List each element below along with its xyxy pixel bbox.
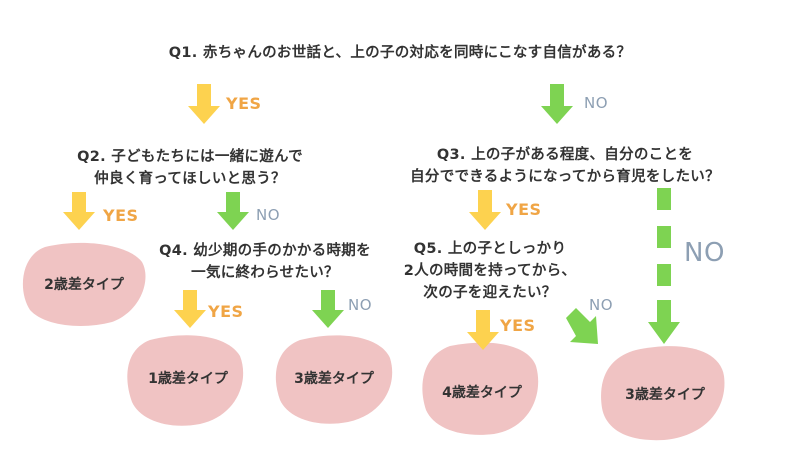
label-q4-no: NO bbox=[348, 296, 373, 314]
question-4-line-1: Q4. 幼少期の手のかかる時期を bbox=[159, 243, 371, 259]
arrow-q2-yes bbox=[63, 192, 95, 230]
result-blob-3a bbox=[275, 335, 393, 424]
question-1: Q1. 赤ちゃんのお世話と、上の子の対応を同時にこなす自信がある？ bbox=[168, 45, 632, 61]
result-label-3-year-a: 3歳差タイプ bbox=[294, 371, 374, 387]
result-blob-1 bbox=[127, 335, 244, 426]
question-5-line-2: 2人の時間を持ってから、 bbox=[403, 263, 577, 279]
question-3-line-2: 自分でできるようになってから育児をしたい？ bbox=[410, 169, 720, 185]
label-q3-no: NO bbox=[684, 238, 725, 268]
arrow-q3-no bbox=[648, 188, 680, 344]
label-q1-yes: YES bbox=[226, 94, 262, 113]
question-2-line-1: Q2. 子どもたちには一緒に遊んで bbox=[77, 149, 303, 165]
label-q1-no: NO bbox=[584, 94, 609, 112]
result-blob-4 bbox=[422, 342, 539, 435]
label-q2-yes: YES bbox=[103, 206, 139, 225]
result-label-3-year-b: 3歳差タイプ bbox=[625, 387, 705, 403]
question-4-line-2: 一気に終わらせたい？ bbox=[191, 265, 339, 281]
question-3-line-1: Q3. 上の子がある程度、自分のことを bbox=[436, 147, 694, 163]
question-5-line-3: 次の子を迎えたい？ bbox=[423, 285, 557, 301]
question-2: Q2. 子どもたちには一緒に遊んで 仲良く育ってほしいと思う？ bbox=[30, 146, 350, 190]
question-3: Q3. 上の子がある程度、自分のことを 自分でできるようになってから育児をしたい… bbox=[400, 144, 730, 188]
label-q4-yes: YES bbox=[208, 302, 244, 321]
question-2-line-2: 仲良く育ってほしいと思う？ bbox=[94, 171, 286, 187]
result-blob-2 bbox=[22, 242, 146, 326]
result-label-4-year: 4歳差タイプ bbox=[442, 385, 522, 401]
arrow-q5-yes bbox=[467, 310, 499, 350]
question-5-line-1: Q5. 上の子としっかり bbox=[413, 241, 567, 257]
result-label-2-year: 2歳差タイプ bbox=[44, 277, 124, 293]
label-q5-no: NO bbox=[589, 296, 614, 314]
question-4: Q4. 幼少期の手のかかる時期を 一気に終わらせたい？ bbox=[140, 240, 390, 284]
arrow-q4-yes bbox=[174, 290, 206, 328]
label-q3-yes: YES bbox=[506, 200, 542, 219]
arrow-q1-no bbox=[541, 84, 573, 124]
label-q2-no: NO bbox=[256, 206, 281, 224]
question-5: Q5. 上の子としっかり 2人の時間を持ってから、 次の子を迎えたい？ bbox=[390, 238, 590, 304]
arrow-q1-yes bbox=[188, 84, 220, 124]
arrow-q2-no bbox=[217, 192, 249, 230]
result-blob-3b bbox=[601, 346, 725, 441]
arrow-q5-no bbox=[566, 308, 598, 344]
arrow-q4-no bbox=[312, 290, 344, 328]
arrow-q3-yes bbox=[469, 190, 501, 230]
result-label-1-year: 1歳差タイプ bbox=[148, 371, 228, 387]
label-q5-yes: YES bbox=[500, 316, 536, 335]
